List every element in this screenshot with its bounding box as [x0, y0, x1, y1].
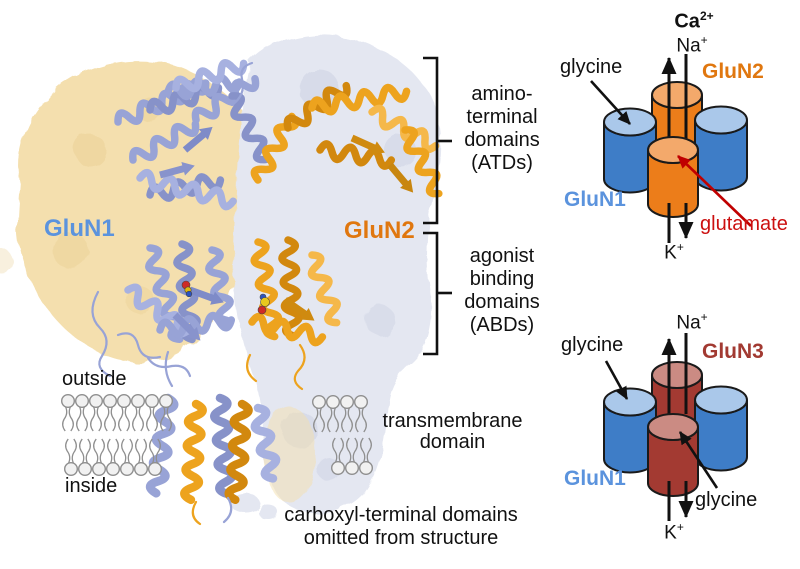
glun2-ribbons [245, 80, 445, 391]
atd-line-3: domains [464, 129, 540, 151]
transmembrane-domain-label: transmembrane domain [375, 411, 530, 453]
glycine-bottom-arrow [678, 431, 719, 489]
abd-line-2: binding [469, 268, 535, 290]
glycine-label: glycine [560, 56, 623, 78]
k-ion-base: K [664, 522, 677, 544]
tm-line-2: domain [419, 431, 486, 453]
ion-flux-lines-upper [661, 333, 688, 414]
structure-glun1-label: GluN1 [44, 215, 115, 242]
k-ion-label: K+ [656, 241, 692, 264]
glutamate-label: glutamate [700, 213, 788, 235]
abd-line-1: agonist [469, 245, 535, 267]
schematic-glun3-label: GluN3 [702, 340, 764, 363]
glun1-ribbons [91, 57, 272, 388]
ctd-caption-line-1: carboxyl-terminal domains [284, 504, 518, 526]
glycine-top-label: glycine [561, 334, 624, 356]
tm-line-1: transmembrane [382, 410, 523, 432]
protein-structure [0, 34, 445, 526]
schematic-glun1-label-2: GluN1 [564, 467, 626, 490]
glun2-schematic-graphics [590, 54, 752, 243]
inside-label: inside [65, 475, 118, 497]
atd-line-2: terminal [466, 106, 538, 128]
ctd-caption-line-2: omitted from structure [303, 527, 499, 549]
ion-flux-lines-lower [667, 481, 694, 521]
ligand-spheres [181, 280, 270, 315]
na-ion-label: Na+ [662, 34, 722, 57]
atd-bracket-label: amino- terminal domains (ATDs) [450, 83, 554, 175]
structure-glun2-label: GluN2 [344, 217, 415, 244]
ca-ion-base: Ca [674, 10, 700, 33]
schematic-glun1-label: GluN1 [564, 188, 626, 211]
ion-flux-lines-lower [667, 203, 694, 243]
glun1-ligand [181, 280, 193, 298]
k-ion-sup: + [676, 520, 684, 534]
glycine-bottom-label: glycine [695, 489, 758, 511]
na-ion-label-2: Na+ [662, 311, 722, 334]
atd-line-4: (ATDs) [471, 152, 533, 174]
glycine-top-arrow [604, 360, 629, 400]
k-ion-label-2: K+ [656, 521, 692, 544]
na-ion-sup: + [700, 310, 708, 324]
schematic-glun2-label: GluN2 [702, 60, 764, 83]
atd-bracket [423, 56, 452, 225]
outside-label: outside [62, 368, 127, 390]
ion-flux-lines-upper [661, 54, 688, 140]
na-ion-sup: + [700, 33, 708, 47]
transmembrane-helices [149, 397, 279, 526]
atd-line-1: amino- [471, 83, 533, 105]
ca-ion-label: Ca2+ [662, 10, 726, 33]
glutamate-arrow [677, 155, 752, 227]
k-ion-sup: + [676, 240, 684, 254]
k-ion-base: K [664, 242, 677, 264]
glun1-surface-blob [230, 34, 441, 519]
ctd-caption: carboxyl-terminal domains omitted from s… [270, 504, 532, 550]
abd-bracket-label: agonist binding domains (ABDs) [450, 245, 554, 337]
abd-line-4: (ABDs) [469, 314, 535, 336]
abd-line-3: domains [464, 291, 540, 313]
glun3-schematic-graphics [603, 333, 748, 521]
ca-ion-sup: 2+ [699, 9, 714, 23]
abd-bracket [423, 231, 452, 356]
na-ion-base: Na [676, 312, 701, 334]
glycine-arrow [590, 80, 631, 125]
na-ion-base: Na [676, 35, 701, 57]
glun2-ligand [257, 293, 270, 315]
